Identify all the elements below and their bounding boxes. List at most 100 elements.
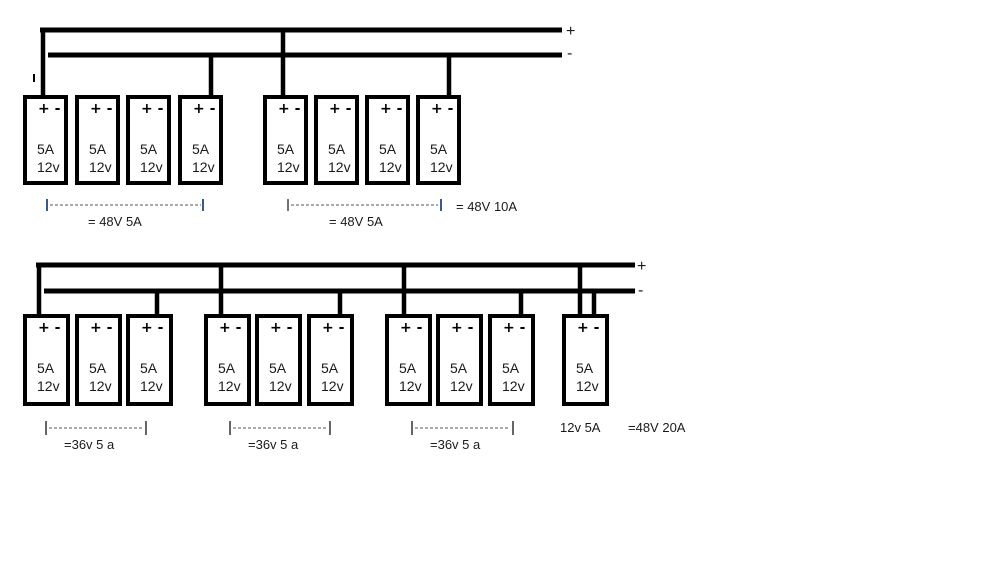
bottom-row-battery-cell: + - 5A 12v <box>488 314 535 406</box>
cell-voltage: 12v <box>379 159 402 175</box>
terminal-polarity-label: + - <box>329 101 352 117</box>
cell-voltage: 12v <box>89 378 112 394</box>
cell-voltage: 12v <box>140 378 163 394</box>
battery-outline <box>255 314 302 406</box>
cell-voltage: 12v <box>430 159 453 175</box>
bottom-group-2-total: =36v 5 a <box>248 437 299 452</box>
battery-outline <box>23 95 68 185</box>
bottom-row-battery-cell: + - 5A 12v <box>75 314 122 406</box>
bottom-row-battery-cell: + - 5A 12v <box>126 314 173 406</box>
terminal-polarity-label: + - <box>577 320 600 336</box>
terminal-polarity-label: + - <box>380 101 403 117</box>
single-cell-label: 12v 5A <box>560 420 601 435</box>
cell-amperage: 5A <box>140 360 158 376</box>
battery-cells: + - 5A 12v + - 5A 12v + - 5A 12v + - 5A 12v + - 5A 12v… <box>23 95 609 406</box>
cell-amperage: 5A <box>218 360 236 376</box>
terminal-polarity-label: + - <box>278 101 301 117</box>
cell-amperage: 5A <box>89 360 107 376</box>
terminal-polarity-label: + - <box>431 101 454 117</box>
cell-amperage: 5A <box>277 141 295 157</box>
battery-outline <box>307 314 354 406</box>
cell-amperage: 5A <box>450 360 468 376</box>
bottom-group-2-bracket <box>229 421 331 435</box>
top-row-battery-cell: + - 5A 12v <box>126 95 171 185</box>
bottom-row-battery-cell: + - 5A 12v <box>307 314 354 406</box>
terminal-polarity-label: + - <box>193 101 216 117</box>
terminal-polarity-label: + - <box>141 320 164 336</box>
terminal-polarity-label: + - <box>503 320 526 336</box>
cell-voltage: 12v <box>37 378 60 394</box>
terminal-polarity-label: + - <box>90 320 113 336</box>
battery-outline <box>263 95 308 185</box>
bottom-row-battery-cell: + - 5A 12v <box>436 314 483 406</box>
cell-voltage: 12v <box>218 378 241 394</box>
wires <box>33 27 635 316</box>
top-group-1-total: = 48V 5A <box>88 214 142 229</box>
cell-voltage: 12v <box>192 159 215 175</box>
top-row-battery-cell: + - 5A 12v <box>263 95 308 185</box>
cell-amperage: 5A <box>89 141 107 157</box>
terminal-polarity-label: + - <box>270 320 293 336</box>
cell-voltage: 12v <box>328 159 351 175</box>
bottom-group-1-total: =36v 5 a <box>64 437 115 452</box>
cell-amperage: 5A <box>140 141 158 157</box>
battery-outline <box>385 314 432 406</box>
top-row-battery-cell: + - 5A 12v <box>75 95 120 185</box>
bottom-group-3-bracket <box>411 421 514 435</box>
top-group-1-bracket <box>46 199 204 211</box>
battery-outline <box>365 95 410 185</box>
cell-amperage: 5A <box>379 141 397 157</box>
cell-voltage: 12v <box>37 159 60 175</box>
terminal-polarity-label: + - <box>90 101 113 117</box>
cell-voltage: 12v <box>269 378 292 394</box>
bottom-group-3-total: =36v 5 a <box>430 437 481 452</box>
cell-voltage: 12v <box>89 159 112 175</box>
bottom-row-battery-cell: + - 5A 12v <box>204 314 251 406</box>
cell-amperage: 5A <box>37 360 55 376</box>
cell-voltage: 12v <box>277 159 300 175</box>
bottom-row-total: =48V 20A <box>628 420 686 435</box>
cell-amperage: 5A <box>399 360 417 376</box>
cell-voltage: 12v <box>576 378 599 394</box>
battery-outline <box>75 314 122 406</box>
terminal-polarity-label: + - <box>219 320 242 336</box>
top-row-battery-cell: + - 5A 12v <box>178 95 223 185</box>
top-row-battery-cell: + - 5A 12v <box>314 95 359 185</box>
battery-outline <box>416 95 461 185</box>
terminal-polarity-label: + - <box>141 101 164 117</box>
battery-outline <box>75 95 120 185</box>
top-positive-bus-label: + <box>566 23 575 40</box>
cell-amperage: 5A <box>321 360 339 376</box>
battery-outline <box>314 95 359 185</box>
top-group-2-total: = 48V 5A <box>329 214 383 229</box>
battery-outline <box>562 314 609 406</box>
top-group-2-bracket <box>287 199 442 211</box>
cell-voltage: 12v <box>140 159 163 175</box>
cell-voltage: 12v <box>321 378 344 394</box>
bottom-positive-bus-label: + <box>637 258 646 275</box>
bottom-negative-bus-label: - <box>638 282 643 299</box>
cell-amperage: 5A <box>328 141 346 157</box>
battery-outline <box>204 314 251 406</box>
bottom-group-1-bracket <box>45 421 147 435</box>
top-negative-bus-label: - <box>567 45 572 62</box>
cell-amperage: 5A <box>502 360 520 376</box>
battery-outline <box>488 314 535 406</box>
top-row-battery-cell: + - 5A 12v <box>365 95 410 185</box>
cell-amperage: 5A <box>269 360 287 376</box>
battery-outline <box>126 95 171 185</box>
cell-voltage: 12v <box>399 378 422 394</box>
cell-voltage: 12v <box>502 378 525 394</box>
cell-amperage: 5A <box>192 141 210 157</box>
terminal-polarity-label: + - <box>322 320 345 336</box>
cell-voltage: 12v <box>450 378 473 394</box>
battery-outline <box>178 95 223 185</box>
cell-amperage: 5A <box>430 141 448 157</box>
terminal-polarity-label: + - <box>400 320 423 336</box>
terminal-polarity-label: + - <box>451 320 474 336</box>
top-row-battery-cell: + - 5A 12v <box>416 95 461 185</box>
